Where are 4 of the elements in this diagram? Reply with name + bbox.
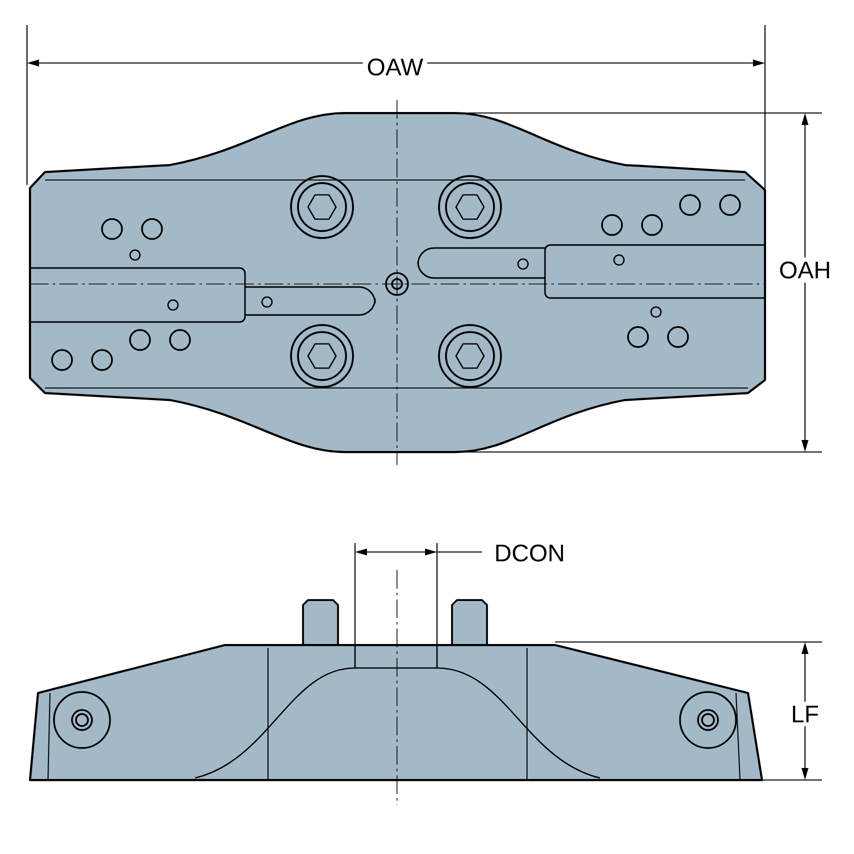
dimension-label: OAH [775, 258, 835, 282]
dimension-label: DCON [490, 540, 569, 566]
dimension-label: LF [787, 702, 823, 726]
dimension-label: OAW [362, 54, 428, 80]
